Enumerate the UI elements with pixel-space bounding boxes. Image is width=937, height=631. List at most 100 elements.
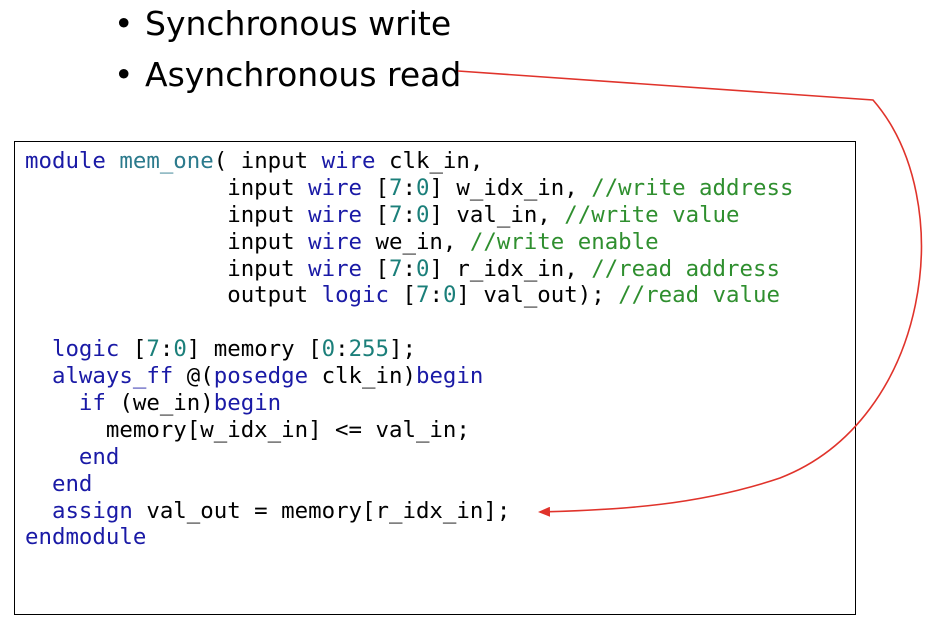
code-token-number: 7 bbox=[389, 174, 403, 201]
code-line: output logic [7:0] val_out); //read valu… bbox=[25, 282, 793, 309]
code-token-keyword: module bbox=[25, 148, 120, 174]
bullet-text: Synchronous write bbox=[145, 4, 452, 43]
bullet-marker: • bbox=[114, 4, 134, 43]
code-token-number: 0 bbox=[321, 336, 336, 363]
code-token-ident: mem_one bbox=[119, 148, 214, 174]
code-token-plain: output bbox=[227, 282, 322, 309]
code-token-plain: (we_in) bbox=[119, 390, 214, 417]
bullet-synchronous-write: • Synchronous write bbox=[114, 4, 451, 44]
code-token-plain bbox=[25, 229, 227, 255]
code-token-plain: : bbox=[429, 282, 443, 309]
code-token-number: 0 bbox=[415, 174, 430, 201]
code-token-plain bbox=[25, 498, 52, 524]
code-line: end bbox=[25, 471, 793, 498]
code-line: input wire [7:0] val_in, //write value bbox=[25, 202, 793, 229]
code-token-plain bbox=[25, 390, 79, 416]
code-token-plain: [ bbox=[375, 201, 389, 228]
code-line: input wire [7:0] r_idx_in, //read addres… bbox=[25, 256, 793, 283]
code-token-keyword: endmodule bbox=[25, 524, 147, 551]
code-token-keyword: wire bbox=[308, 255, 376, 282]
code-block: module mem_one( input wire clk_in, input… bbox=[14, 141, 856, 615]
code-token-comment: //write address bbox=[591, 174, 794, 201]
code-token-plain: : bbox=[159, 336, 174, 363]
code-token-plain: clk_in, bbox=[389, 148, 484, 174]
bullet-text: Asynchronous read bbox=[145, 55, 462, 94]
code-token-plain: val_out = memory[r_idx_in]; bbox=[146, 497, 511, 524]
code-token-keyword: wire bbox=[308, 201, 376, 228]
code-token-number: 7 bbox=[389, 255, 403, 282]
code-token-number: 0 bbox=[442, 282, 457, 309]
code-token-plain bbox=[25, 282, 227, 308]
code-token-plain: @( bbox=[186, 363, 214, 390]
code-token-keyword: begin bbox=[213, 390, 282, 417]
code-token-plain: input bbox=[227, 228, 309, 255]
code-token-plain bbox=[25, 256, 227, 282]
code-token-keyword: wire bbox=[308, 174, 376, 201]
code-token-keyword: logic bbox=[51, 336, 133, 363]
code-line: input wire we_in, //write enable bbox=[25, 229, 793, 256]
code-line: memory[w_idx_in] <= val_in; bbox=[25, 417, 793, 444]
code-token-keyword: end bbox=[51, 470, 93, 497]
bullet-asynchronous-read: • Asynchronous read bbox=[114, 55, 461, 95]
code-token-plain: ] r_idx_in, bbox=[429, 255, 592, 282]
code-line: logic [7:0] memory [0:255]; bbox=[25, 336, 793, 363]
code-token-number: 7 bbox=[146, 336, 160, 363]
code-token-plain: input bbox=[240, 148, 322, 174]
code-token-plain bbox=[25, 202, 227, 228]
code-token-plain: [ bbox=[132, 336, 147, 363]
code-line bbox=[25, 309, 793, 336]
code-token-plain: memory[w_idx_in] <= val_in; bbox=[105, 416, 470, 443]
code-token-plain: input bbox=[227, 255, 309, 282]
code-token-plain: ] val_in, bbox=[429, 201, 565, 228]
code-token-plain bbox=[25, 175, 227, 201]
code-token-plain: [ bbox=[375, 174, 389, 201]
code-token-number: 255 bbox=[348, 336, 390, 363]
code-token-keyword: logic bbox=[321, 282, 403, 309]
bullet-marker: • bbox=[114, 55, 134, 94]
code-line: assign val_out = memory[r_idx_in]; bbox=[25, 498, 793, 525]
code-token-keyword: if bbox=[78, 390, 120, 417]
code-token-plain: input bbox=[227, 201, 309, 228]
code-token-keyword: end bbox=[78, 443, 120, 470]
code-token-comment: //write value bbox=[564, 201, 740, 228]
code-token-keyword: wire bbox=[308, 228, 376, 255]
code-line: end bbox=[25, 444, 793, 471]
code-token-plain: ] val_out); bbox=[456, 282, 619, 309]
code-token-plain: clk_in) bbox=[321, 363, 416, 390]
code-token-plain: [ bbox=[375, 255, 389, 282]
code-token-plain: input bbox=[227, 174, 309, 201]
code-line: if (we_in)begin bbox=[25, 390, 793, 417]
code-token-comment: //write enable bbox=[469, 228, 659, 255]
code-token-plain: [ bbox=[402, 282, 416, 309]
code-token-plain: we_in, bbox=[375, 228, 470, 255]
code-token-keyword: begin bbox=[415, 363, 484, 390]
code-token-plain bbox=[25, 336, 52, 362]
code-token-keyword: assign bbox=[51, 497, 147, 524]
code-token-number: 7 bbox=[415, 282, 430, 309]
code-token-plain: ( bbox=[213, 148, 241, 174]
code-token-plain: : bbox=[402, 255, 416, 282]
code-token-number: 0 bbox=[173, 336, 187, 363]
code-token-plain bbox=[25, 444, 79, 470]
verilog-source: module mem_one( input wire clk_in, input… bbox=[25, 148, 793, 551]
code-line: endmodule bbox=[25, 524, 793, 551]
code-token-plain bbox=[25, 471, 52, 497]
code-token-plain: : bbox=[402, 174, 416, 201]
code-token-number: 0 bbox=[415, 255, 430, 282]
code-token-keyword: wire bbox=[321, 148, 390, 174]
code-token-comment: //read address bbox=[591, 255, 780, 282]
code-token-plain: : bbox=[402, 201, 416, 228]
code-token-keyword: posedge bbox=[213, 363, 322, 390]
code-token-plain: : bbox=[335, 336, 349, 363]
code-token-plain: ] w_idx_in, bbox=[429, 174, 592, 201]
code-token-plain: ] memory [ bbox=[186, 336, 322, 363]
code-line: module mem_one( input wire clk_in, bbox=[25, 148, 793, 175]
code-token-number: 7 bbox=[389, 201, 403, 228]
code-token-keyword: always_ff bbox=[51, 363, 187, 390]
code-token-number: 0 bbox=[415, 201, 430, 228]
code-token-comment: //read value bbox=[618, 282, 780, 309]
code-line: input wire [7:0] w_idx_in, //write addre… bbox=[25, 175, 793, 202]
code-line: always_ff @(posedge clk_in)begin bbox=[25, 363, 793, 390]
code-token-plain bbox=[25, 417, 106, 443]
code-token-plain: ]; bbox=[389, 336, 416, 363]
